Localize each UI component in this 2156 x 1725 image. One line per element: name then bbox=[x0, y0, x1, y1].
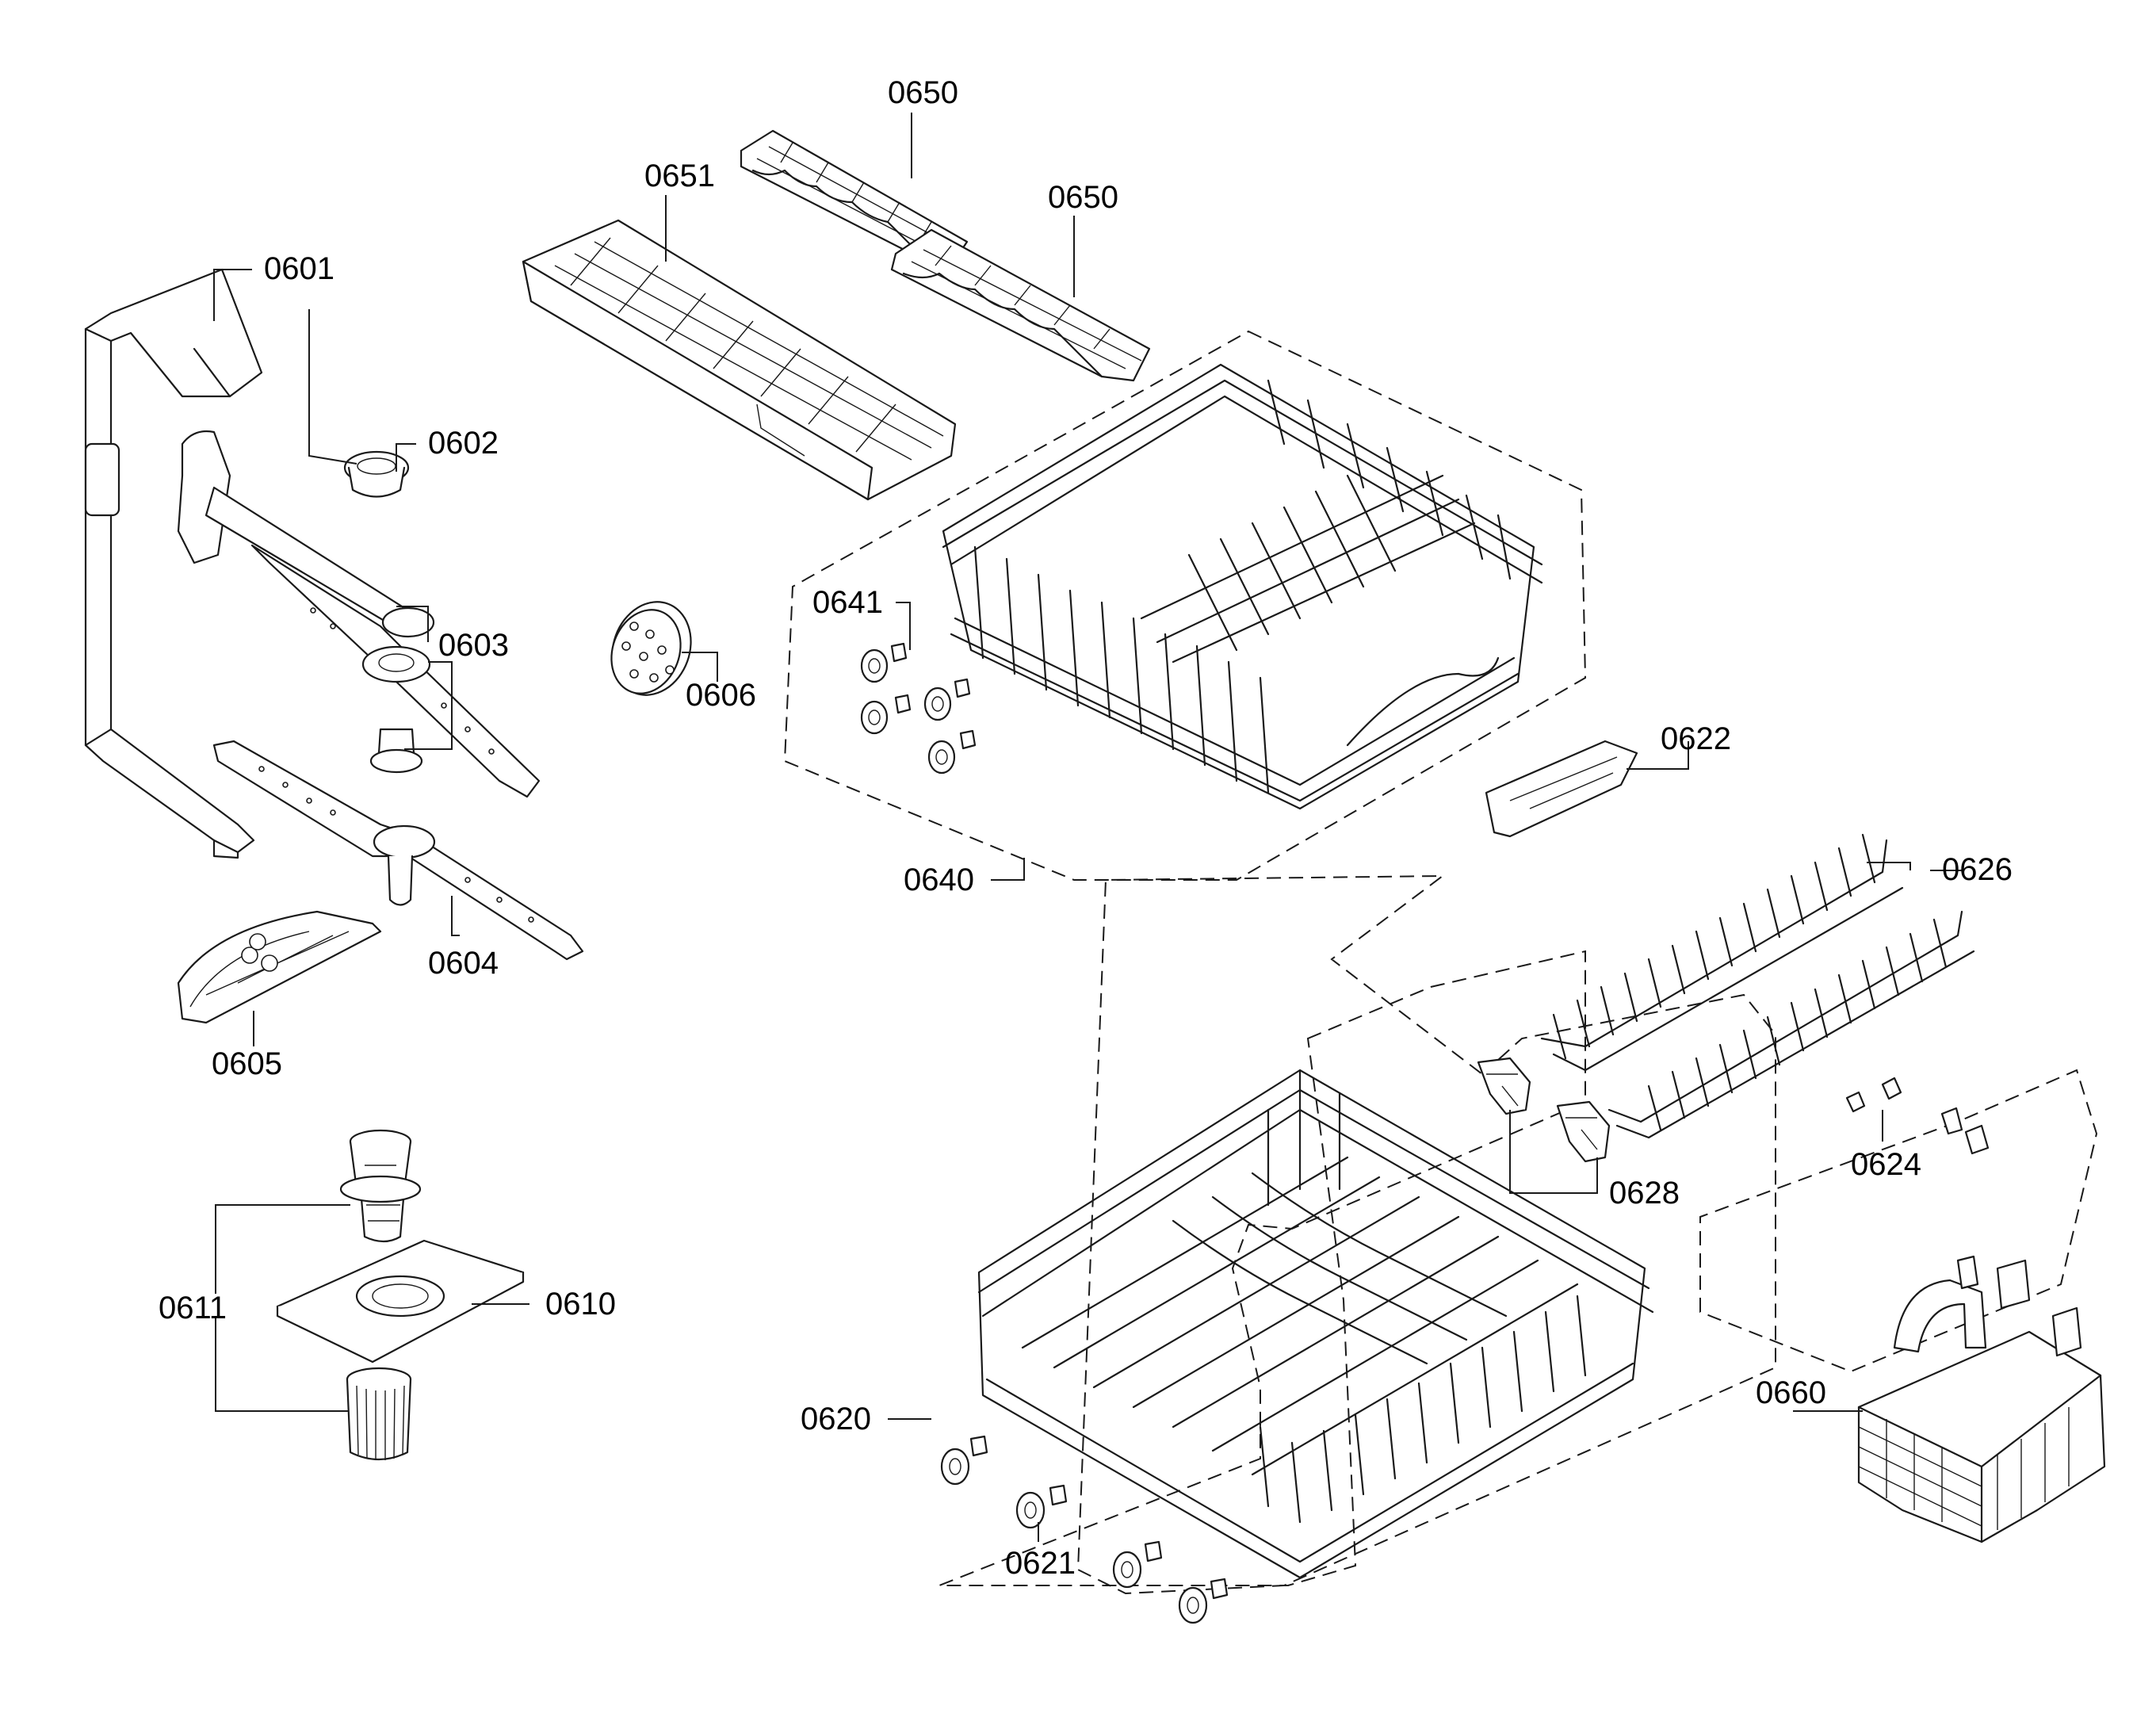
leader-0606 bbox=[682, 652, 718, 682]
lower-rack-group-outline bbox=[938, 950, 1586, 1586]
leader-0602 bbox=[396, 443, 416, 472]
label-0641: 0641 bbox=[812, 585, 883, 620]
filter-disc-part bbox=[610, 601, 692, 696]
cutlery-tray-part bbox=[522, 219, 957, 501]
tine-row-part bbox=[1540, 833, 1904, 1072]
flat-filter-part bbox=[276, 1239, 525, 1364]
micro-filter-part bbox=[346, 1367, 412, 1460]
label-0620: 0620 bbox=[801, 1402, 871, 1436]
tine-row-part bbox=[1607, 910, 1975, 1139]
label-0622: 0622 bbox=[1661, 721, 1731, 756]
leader-0628 bbox=[1509, 1110, 1598, 1194]
cutlery-basket-part bbox=[1857, 1255, 2106, 1543]
label-0651: 0651 bbox=[644, 159, 715, 193]
upper-rack-part bbox=[942, 363, 1543, 810]
rack-wheel-part bbox=[1112, 1540, 1163, 1589]
label-0660: 0660 bbox=[1756, 1375, 1826, 1410]
leader-0602 bbox=[308, 309, 357, 465]
leader-lines bbox=[213, 269, 1962, 1542]
nozzle-ring-part bbox=[343, 450, 410, 498]
label-0650: 0650 bbox=[888, 75, 958, 110]
leader-0640 bbox=[991, 858, 1025, 881]
label-0624: 0624 bbox=[1851, 1147, 1921, 1182]
lower-rack-group-outline bbox=[1699, 1069, 2098, 1373]
label-0626: 0626 bbox=[1942, 852, 2013, 887]
label-0611: 0611 bbox=[159, 1291, 227, 1325]
rack-wheel-part bbox=[1178, 1578, 1229, 1624]
leader-0622 bbox=[1627, 741, 1689, 770]
rack-clip-part bbox=[1556, 1100, 1611, 1163]
supply-pipe-part bbox=[84, 268, 263, 859]
label-0650: 0650 bbox=[1048, 180, 1118, 215]
spray-cover-part bbox=[177, 910, 382, 1024]
label-0606: 0606 bbox=[686, 678, 756, 713]
label-0604: 0604 bbox=[428, 946, 499, 981]
rack-wheel-part bbox=[927, 729, 977, 775]
rack-wheel-part bbox=[1015, 1484, 1068, 1529]
label-0603: 0603 bbox=[438, 628, 509, 663]
upper-spray-arm-part bbox=[177, 430, 541, 798]
hardware-kit-part bbox=[1845, 1077, 1990, 1155]
leader-0641 bbox=[896, 602, 911, 650]
leader-0611 bbox=[215, 1316, 349, 1412]
lower-rack-part bbox=[977, 1069, 1654, 1579]
label-0610: 0610 bbox=[545, 1287, 616, 1321]
rack-clip-part bbox=[1477, 1057, 1531, 1115]
part-labels: 0601 0602 0603 0604 0605 0606 0610 0611 … bbox=[159, 75, 2013, 1581]
rack-wheel-part bbox=[860, 642, 908, 683]
leader-0626 bbox=[1867, 862, 1911, 870]
rack-wheel-part bbox=[940, 1435, 988, 1486]
rack-handle-part bbox=[1485, 740, 1638, 838]
leader-0611 bbox=[215, 1204, 350, 1294]
label-0602: 0602 bbox=[428, 426, 499, 461]
rack-wheel-part bbox=[923, 678, 971, 721]
leader-0603 bbox=[404, 661, 453, 750]
leader-0604 bbox=[451, 896, 460, 936]
tray-insert-part bbox=[890, 228, 1151, 382]
label-0628: 0628 bbox=[1609, 1176, 1680, 1211]
label-0621: 0621 bbox=[1005, 1546, 1076, 1581]
upper-rack-group-outline bbox=[783, 330, 1587, 881]
label-0605: 0605 bbox=[212, 1046, 282, 1081]
rack-wheel-part bbox=[860, 694, 912, 735]
leader-0601 bbox=[213, 269, 252, 321]
label-0640: 0640 bbox=[904, 862, 974, 897]
lower-spray-arm-part bbox=[212, 740, 584, 961]
leader-0603 bbox=[396, 606, 429, 642]
label-0601: 0601 bbox=[264, 251, 334, 286]
filter-cylinder-part bbox=[339, 1129, 422, 1243]
